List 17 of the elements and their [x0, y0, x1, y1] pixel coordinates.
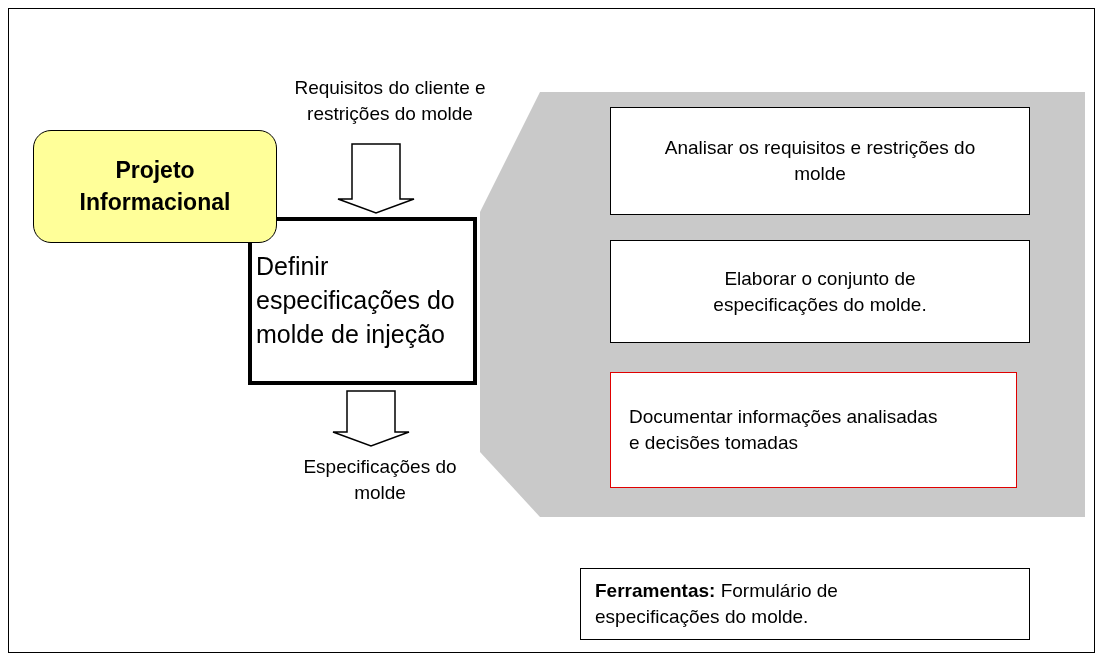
task-text: Documentar informações analisadas e decisões tomadas — [629, 405, 939, 455]
task-box — [610, 240, 1030, 343]
output-label: Especificações do molde — [302, 455, 458, 505]
activity-box — [248, 217, 477, 385]
phase-box — [33, 130, 277, 243]
tools-note: Ferramentas: Formulário de especificações do molde. — [595, 579, 839, 629]
block-arrow — [337, 143, 415, 214]
tools-box — [580, 568, 1030, 640]
block-arrow — [332, 390, 410, 447]
task-panel — [480, 92, 1085, 517]
task-box — [610, 372, 1017, 488]
task-text: Elaborar o conjunto de especificações do molde. — [712, 266, 928, 317]
activity-text: Definir especificações do molde de injeção — [256, 251, 456, 350]
phase-title: Projeto Informacional — [78, 156, 232, 217]
input-label: Requisitos do cliente e restrições do molde — [293, 76, 487, 126]
task-box — [610, 107, 1030, 215]
task-text: Analisar os requisitos e restrições do molde — [663, 136, 977, 186]
